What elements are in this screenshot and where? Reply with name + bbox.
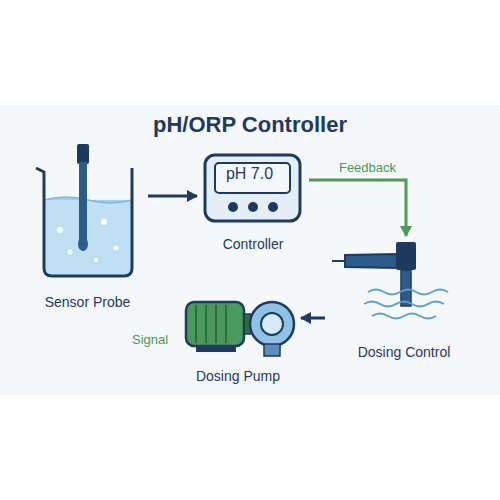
dosing-control-node: Dosing Control [325, 236, 483, 362]
node-label: Controller [197, 236, 309, 252]
dosing-pump-node: Dosing Pump [175, 296, 301, 386]
pump-illustration [186, 302, 294, 356]
beaker-illustration [36, 144, 132, 276]
node-label: Dosing Control [325, 344, 483, 360]
display-reading: pH 7.0 [212, 165, 287, 183]
node-label: Dosing Pump [175, 368, 301, 384]
signal-label: Signal [132, 332, 168, 347]
flow-arrow [148, 195, 197, 198]
sensor-probe-node: Sensor Probe [27, 140, 148, 312]
node-label: Sensor Probe [27, 294, 148, 310]
flow-arrow [309, 180, 406, 236]
injector-illustration [332, 242, 448, 319]
panel [0, 105, 500, 395]
flow-arrow [301, 317, 325, 320]
edge-label: Feedback [337, 160, 398, 175]
diagram-title: pH/ORP Controller [0, 112, 500, 138]
controller-node: pH 7.0Controller [197, 152, 309, 254]
controller-device [205, 155, 300, 221]
